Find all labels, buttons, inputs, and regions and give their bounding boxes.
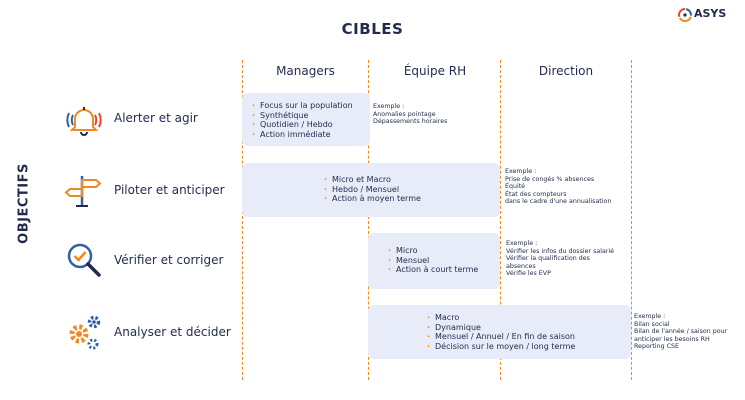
example-line: Bilan de l'année / saison pour bbox=[634, 328, 728, 336]
column-divider bbox=[242, 60, 243, 380]
asys-logo: ASYS bbox=[678, 7, 740, 23]
example-line: Exemple : bbox=[634, 313, 666, 320]
example-line: Vérifier la qualification des bbox=[506, 255, 590, 263]
column-divider bbox=[500, 60, 501, 380]
example-verifier: Exemple : Vérifier les infos du dossier … bbox=[506, 240, 614, 278]
page-title: CIBLES bbox=[341, 20, 404, 38]
example-line: Reporting CSE bbox=[634, 343, 679, 351]
list-item: Décision sur le moyen / long terme bbox=[427, 342, 575, 352]
logo-text: ASYS bbox=[694, 7, 727, 20]
objectifs-axis-label: OBJECTIFS bbox=[4, 160, 44, 250]
row-label-analyser: Analyser et décider bbox=[114, 325, 231, 339]
list-item: Dynamique bbox=[427, 323, 575, 333]
magnifier-check-icon bbox=[62, 238, 106, 282]
column-divider bbox=[631, 60, 632, 380]
example-line: Équité bbox=[505, 183, 526, 191]
list-item: Mensuel / Annuel / En fin de saison bbox=[427, 332, 575, 342]
signpost-icon bbox=[62, 168, 106, 212]
alarm-bell-icon bbox=[62, 98, 106, 142]
example-line: État des compteurs bbox=[505, 190, 567, 198]
list-item: Action immédiate bbox=[252, 130, 353, 140]
example-line: anticiper les besoins RH bbox=[634, 335, 710, 343]
example-line: Exemple : bbox=[505, 168, 537, 175]
list-item: Micro et Macro bbox=[324, 175, 421, 185]
list-item: Synthétique bbox=[252, 111, 353, 121]
box-verifier-rh: Micro Mensuel Action à court terme bbox=[368, 233, 500, 289]
example-line: Exemple : bbox=[373, 103, 405, 110]
example-line: absences bbox=[506, 262, 536, 270]
example-line: dans le cadre d'une annualisation bbox=[505, 198, 612, 206]
list-item: Action à court terme bbox=[388, 265, 478, 275]
asys-logo-icon bbox=[678, 8, 692, 22]
list-item: Macro bbox=[427, 313, 575, 323]
gears-icon bbox=[62, 310, 106, 354]
example-line: Vérifie les EVP bbox=[506, 270, 551, 278]
column-divider bbox=[368, 60, 369, 380]
box-alerter-managers: Focus sur la population Synthétique Quot… bbox=[242, 93, 370, 146]
objectifs-text: OBJECTIFS bbox=[16, 163, 32, 244]
example-line: Prise de congés % absences bbox=[505, 175, 595, 183]
list-item: Focus sur la population bbox=[252, 101, 353, 111]
example-line: Vérifier les infos du dossier salarié bbox=[506, 247, 615, 255]
example-alerter: Exemple : Anomalies pointage Dépassement… bbox=[373, 103, 447, 126]
list-item: Action à moyen terme bbox=[324, 194, 421, 204]
list-item: Mensuel bbox=[388, 256, 478, 266]
list-item: Micro bbox=[388, 246, 478, 256]
list-item: Hebdo / Mensuel bbox=[324, 185, 421, 195]
column-header-direction: Direction bbox=[538, 64, 594, 78]
row-label-alerter: Alerter et agir bbox=[114, 111, 198, 125]
example-line: Dépassements horaires bbox=[373, 118, 448, 126]
example-analyser: Exemple : Bilan social Bilan de l'année … bbox=[634, 313, 727, 351]
column-header-managers: Managers bbox=[276, 64, 335, 78]
example-line: Anomalies pointage bbox=[373, 110, 436, 118]
example-line: Exemple : bbox=[506, 240, 538, 247]
column-header-equipe-rh: Équipe RH bbox=[403, 64, 467, 78]
row-label-verifier: Vérifier et corriger bbox=[114, 253, 224, 267]
example-piloter: Exemple : Prise de congés % absences Équ… bbox=[505, 168, 611, 206]
row-label-piloter: Piloter et anticiper bbox=[114, 183, 225, 197]
example-line: Bilan social bbox=[634, 320, 670, 328]
box-analyser-rh-direction: Macro Dynamique Mensuel / Annuel / En fi… bbox=[368, 305, 631, 359]
list-item: Quotidien / Hebdo bbox=[252, 120, 353, 130]
box-piloter-managers-rh: Micro et Macro Hebdo / Mensuel Action à … bbox=[242, 163, 500, 217]
